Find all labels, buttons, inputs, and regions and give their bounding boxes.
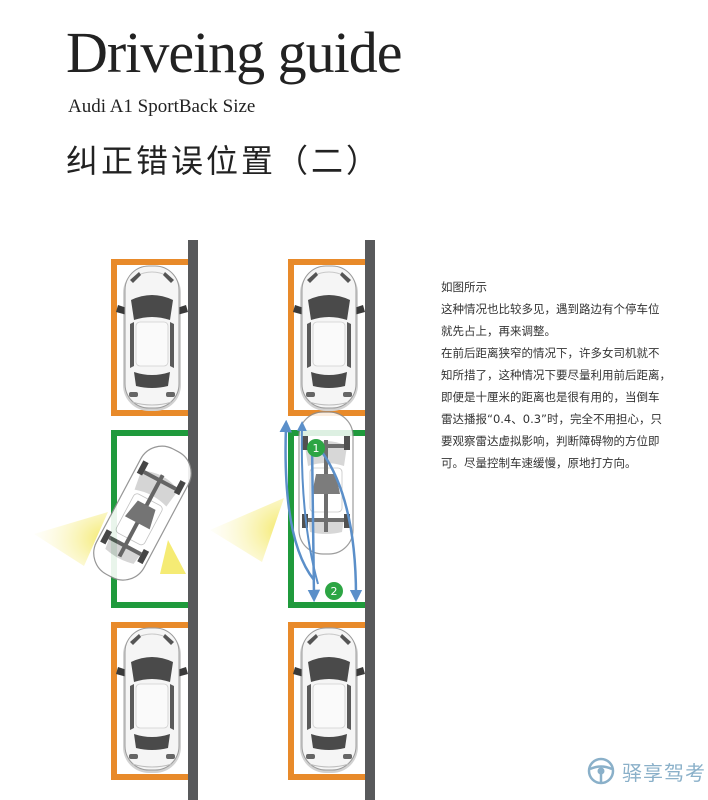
right-scene: 1 2: [210, 240, 375, 800]
slot-rear-right: [288, 622, 365, 780]
page-title: Driveing guide: [66, 20, 403, 85]
watermark-text: 驿享驾考: [622, 760, 706, 785]
curb-left: [188, 240, 198, 800]
forward-arrow-outer: [279, 419, 315, 581]
watermark: 驿享驾考: [586, 756, 706, 786]
desc-line: 要观察雷达虚拟影响，判断障碍物的方位即: [441, 434, 660, 448]
slot-front-left: [111, 259, 188, 416]
desc-line: 可。尽量控制车速缓慢，原地打方向。: [441, 456, 637, 470]
description-text: 如图所示 这种情况也比较多见，遇到路边有个停车位 就先占上，再来调整。 在前后距…: [441, 276, 691, 474]
desc-line: 就先占上，再来调整。: [441, 324, 556, 338]
parked-car-rear-left: [115, 627, 189, 774]
steering-wheel-icon: [587, 757, 615, 785]
reverse-arrow-left: [307, 443, 321, 603]
curb-right: [365, 240, 375, 800]
slot-rear-left: [111, 622, 188, 780]
desc-line: 即便是十厘米的距离也是很有用的，当倒车: [441, 390, 660, 404]
desc-line: 在前后距离狭窄的情况下，许多女司机就不: [441, 346, 660, 360]
left-scene: [34, 240, 201, 800]
desc-line: 知所措了，这种情况下要尽量利用前后距离，: [441, 368, 671, 382]
desc-line: 雷达播报“0.4、0.3”时，完全不用担心，只: [441, 412, 662, 426]
misaligned-car: [84, 437, 201, 590]
headlight-beam-left: [34, 512, 108, 566]
step-2-label: 2: [331, 585, 338, 598]
desc-line: 如图所示: [441, 280, 487, 294]
section-title: 纠正错误位置（二）: [66, 142, 382, 180]
page-subtitle: Audi A1 SportBack Size: [68, 96, 256, 117]
taillight-beam-left: [160, 540, 186, 574]
parked-car-front-left: [115, 265, 189, 412]
desc-line: 这种情况也比较多见，遇到路边有个停车位: [441, 302, 660, 316]
parked-car-front-right: [292, 265, 366, 412]
step-2-marker: [325, 582, 343, 600]
reverse-arrow-right: [320, 451, 363, 603]
step-1-marker: [307, 439, 325, 457]
parked-car-rear-right: [292, 627, 366, 774]
headlight-beam-right: [210, 498, 284, 562]
step-1-label: 1: [313, 442, 320, 455]
